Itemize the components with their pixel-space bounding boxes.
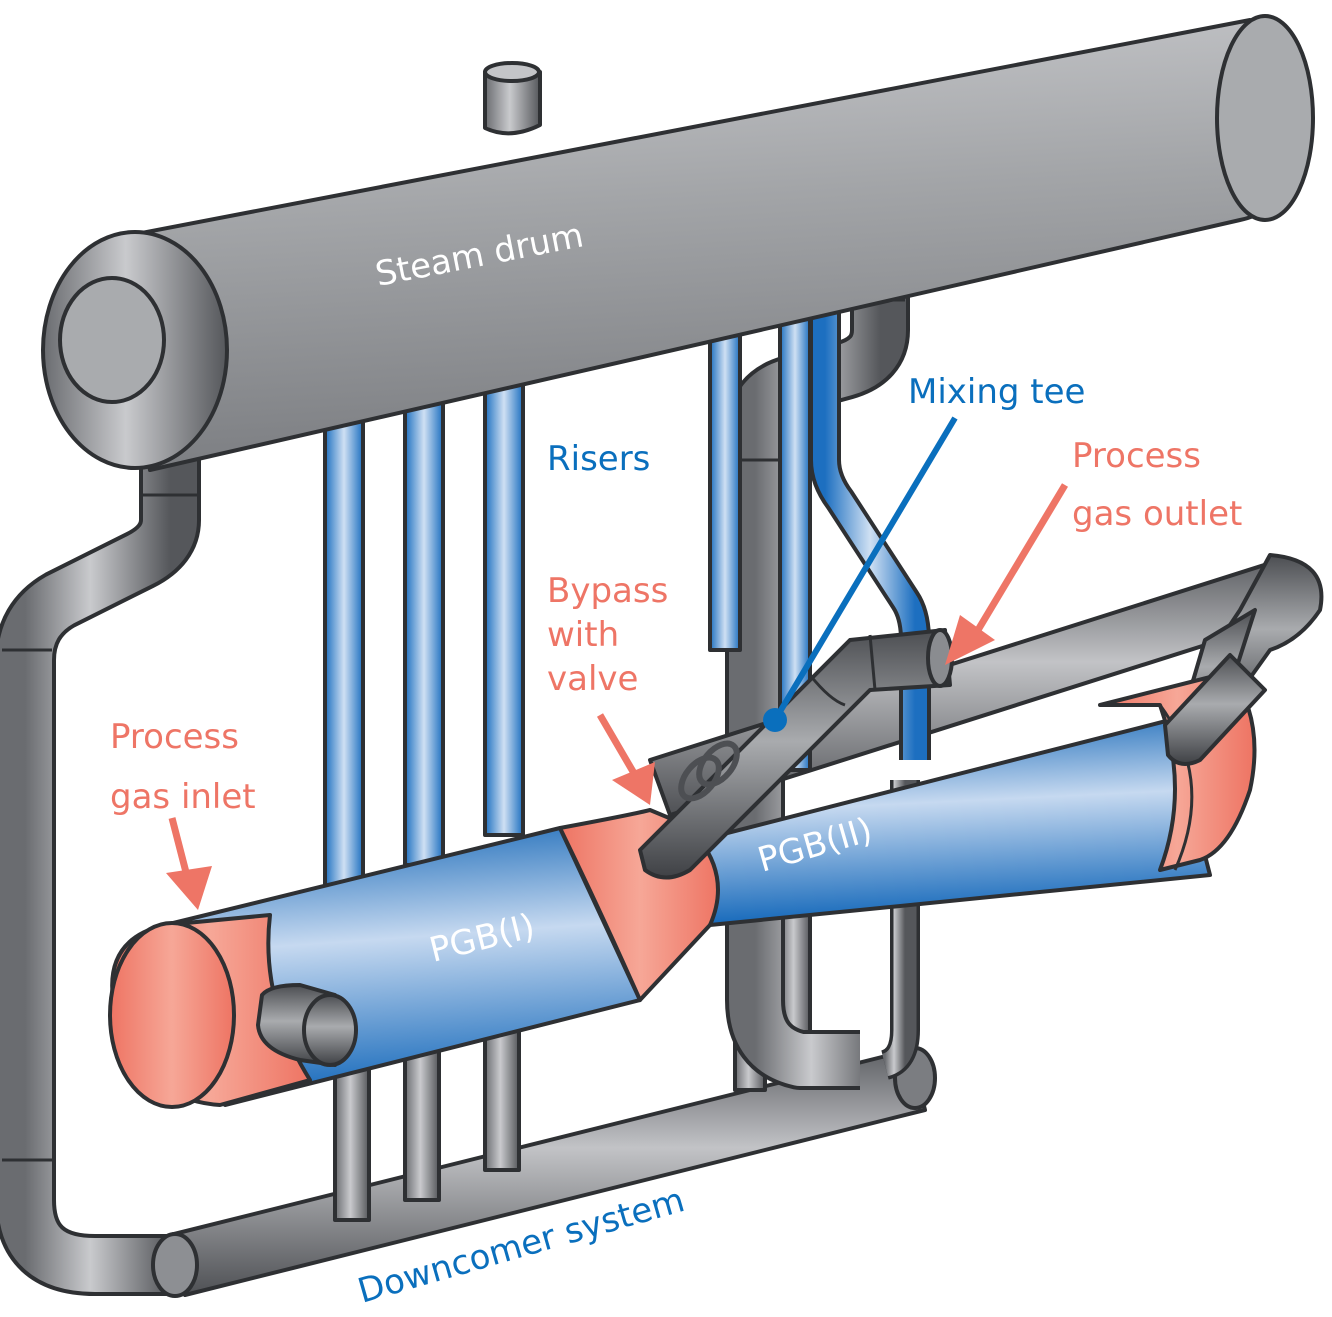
riser-3 [483,333,525,837]
label-mixing-tee: Mixing tee [908,372,1085,412]
riser-1 [323,378,365,892]
drum-manhole [58,276,166,404]
outlet-arrow-icon [945,615,995,665]
mixing-tee-leader [772,416,958,722]
pgb-2: PGB(II) [698,653,1267,927]
pgb-1-inlet-head [108,921,236,1109]
mixing-tee-dot [763,708,787,732]
label-bypass-3: valve [547,659,638,699]
label-process-gas-inlet-2: gas inlet [110,777,256,817]
label-bypass-1: Bypass [547,571,668,611]
mixing-tee [638,628,954,880]
riser-2 [403,353,445,867]
label-process-gas-outlet-2: gas outlet [1072,494,1242,534]
pgb-1: PGB(I) [108,826,642,1109]
riser-4 [708,288,742,652]
label-bypass-2: with [547,615,619,655]
label-process-gas-inlet-1: Process [110,717,239,757]
label-process-gas-outlet-1: Process [1072,436,1201,476]
riser-6 [813,265,927,760]
downcomer-right-pipe [729,255,906,1086]
downcomer-left-pipe [0,460,197,1292]
steam-drum: Steam drum [41,14,1315,472]
callouts [166,416,1069,910]
label-risers: Risers [547,439,650,479]
bypass-arrow-icon [612,762,655,805]
inlet-arrow-icon [166,866,212,910]
drum-nozzle [483,70,542,136]
